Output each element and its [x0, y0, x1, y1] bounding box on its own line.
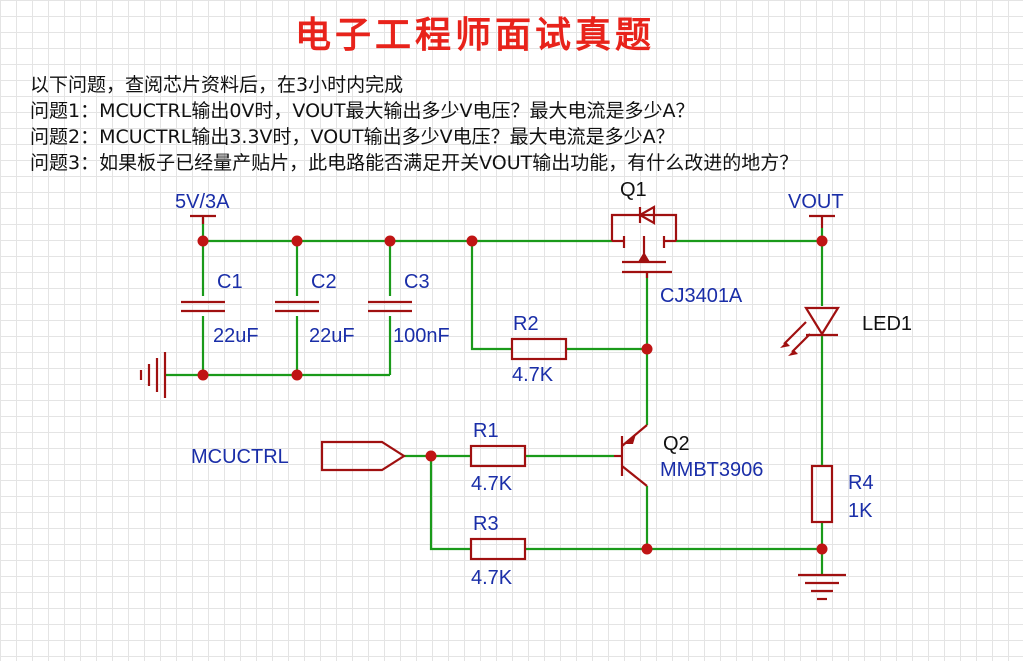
c3-value: 100nF — [393, 325, 450, 347]
resistor-r1 — [469, 444, 527, 468]
led1 — [780, 306, 840, 356]
q2-value: MMBT3906 — [660, 459, 763, 481]
r4-ref: R4 — [848, 472, 874, 494]
capacitor-c1 — [181, 300, 225, 313]
q1-value: CJ3401A — [660, 285, 743, 307]
r1-value: 4.7K — [471, 473, 513, 495]
ground-left-symbol — [139, 352, 167, 398]
r3-ref: R3 — [473, 513, 499, 535]
c1-ref: C1 — [217, 271, 243, 293]
question-2: 问题2：MCUCTRL输出3.3V时，VOUT输出多少V电压？最大电流是多少A？ — [30, 126, 675, 148]
junctions — [197, 235, 828, 555]
page-title: 电子工程师面试真题 — [294, 15, 655, 56]
resistor-r4 — [810, 464, 834, 524]
mcuctrl-port — [320, 440, 407, 472]
supply-label: 5V/3A — [175, 191, 230, 213]
mosfet-q1 — [610, 205, 678, 278]
mcuctrl-label: MCUCTRL — [191, 446, 289, 468]
q2-ref: Q2 — [663, 433, 690, 455]
supply-symbol — [190, 214, 216, 224]
c2-ref: C2 — [311, 271, 337, 293]
c1-value: 22uF — [213, 325, 259, 347]
r3-value: 4.7K — [471, 567, 513, 589]
r4-value: 1K — [848, 500, 873, 522]
vout-label: VOUT — [788, 191, 844, 213]
led1-ref: LED1 — [862, 313, 912, 335]
transistor-q2 — [614, 424, 648, 487]
question-intro: 以下问题，查阅芯片资料后，在3小时内完成 — [30, 74, 404, 96]
resistor-r3 — [469, 537, 527, 561]
capacitor-c2 — [275, 300, 319, 313]
capacitor-c3 — [368, 300, 412, 313]
question-1: 问题1：MCUCTRL输出0V时，VOUT最大输出多少V电压？最大电流是多少A？ — [30, 100, 695, 122]
r2-ref: R2 — [513, 313, 539, 335]
r1-ref: R1 — [473, 420, 499, 442]
c3-ref: C3 — [404, 271, 430, 293]
vout-symbol — [809, 214, 835, 228]
q1-ref: Q1 — [620, 179, 647, 201]
r2-value: 4.7K — [512, 364, 554, 386]
question-3: 问题3：如果板子已经量产贴片，此电路能否满足开关VOUT输出功能，有什么改进的地… — [30, 152, 799, 174]
c2-value: 22uF — [309, 325, 355, 347]
resistor-r2 — [510, 337, 568, 361]
ground-right-symbol — [798, 573, 846, 601]
